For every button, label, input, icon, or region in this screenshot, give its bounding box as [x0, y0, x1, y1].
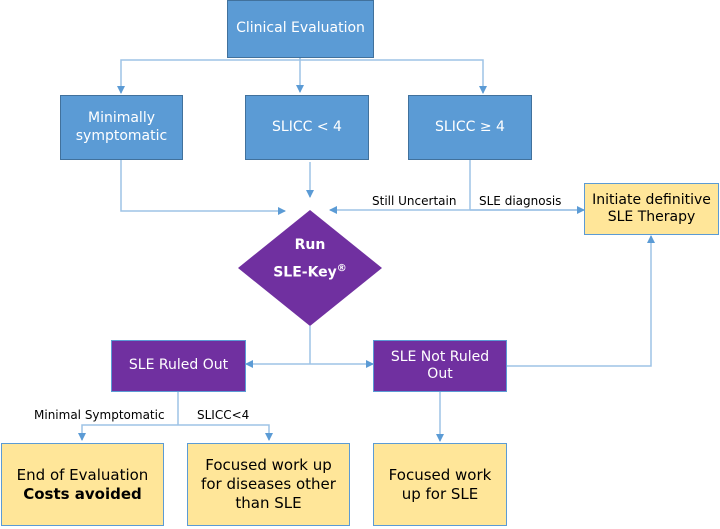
- node-clinical-evaluation: Clinical Evaluation: [227, 0, 374, 58]
- node-focused-sle: Focused work up for SLE: [373, 443, 507, 526]
- node-label: SLE Ruled Out: [128, 357, 229, 374]
- diamond-line-1: Run: [294, 237, 326, 253]
- diamond-line-2: SLE-Key: [273, 264, 337, 281]
- decision-diamond-shape: [238, 210, 382, 326]
- label-sle-diagnosis: SLE diagnosis: [477, 194, 564, 208]
- node-label: Focused work up for diseases other than …: [201, 456, 336, 512]
- registered-mark: ®: [336, 262, 347, 274]
- node-minimally-symptomatic: Minimally symptomatic: [60, 95, 183, 160]
- node-label: SLE Not Ruled Out: [390, 348, 490, 383]
- label-slicc-lt4: SLICC<4: [195, 408, 252, 422]
- node-label: Focused work up for SLE: [388, 465, 492, 503]
- node-slicc-lt-4: SLICC < 4: [245, 95, 369, 160]
- edge-clinical-to-slicc-ge4: [300, 59, 487, 94]
- node-label: SLICC ≥ 4: [435, 118, 505, 135]
- node-end-of-evaluation: End of Evaluation Costs avoided: [1, 443, 164, 526]
- edge-clinical-to-minimal: [117, 58, 301, 94]
- node-sle-ruled-out: SLE Ruled Out: [111, 340, 246, 392]
- edge-to-focused-other: [178, 424, 273, 441]
- label-still-uncertain: Still Uncertain: [370, 194, 459, 208]
- node-focused-other: Focused work up for diseases other than …: [187, 443, 350, 526]
- label-minimal-symptomatic: Minimal Symptomatic: [32, 408, 167, 422]
- edge-not-ruled-out-to-therapy: [507, 235, 655, 367]
- edge-to-end-evaluation: [78, 424, 178, 441]
- node-label: Minimally symptomatic: [75, 110, 168, 144]
- end-eval-line-1: End of Evaluation: [16, 465, 149, 484]
- node-slicc-ge-4: SLICC ≥ 4: [408, 95, 532, 160]
- node-sle-not-ruled-out: SLE Not Ruled Out: [373, 340, 507, 392]
- node-initiate-therapy: Initiate definitive SLE Therapy: [584, 183, 719, 235]
- costs-avoided-text: Costs avoided: [23, 484, 142, 503]
- node-label: Clinical Evaluation: [236, 20, 365, 37]
- node-run-sle-key: Run SLE-Key®: [238, 232, 382, 286]
- edge-minimal-to-diamond: [120, 160, 286, 215]
- node-label: SLICC < 4: [272, 118, 342, 135]
- node-label: Initiate definitive SLE Therapy: [592, 191, 711, 226]
